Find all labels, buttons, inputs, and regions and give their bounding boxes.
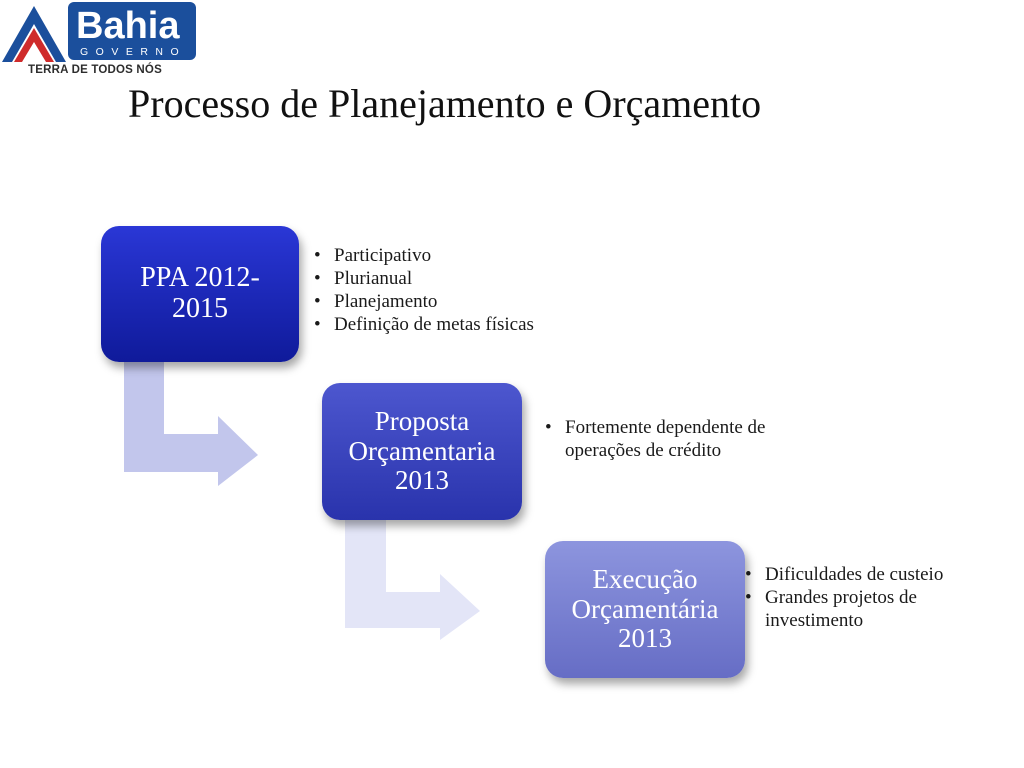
step-1-bullet-list: Participativo Plurianual Planejamento De… bbox=[314, 244, 614, 336]
bullet-item: Fortemente dependente de operações de cr… bbox=[545, 416, 775, 462]
logo-brand-text: Bahia bbox=[76, 5, 180, 47]
step-label: Proposta Orçamentaria 2013 bbox=[348, 405, 496, 496]
logo-subbrand-text: GOVERNO bbox=[80, 46, 186, 58]
bullet-item: Dificuldades de custeio bbox=[745, 563, 945, 586]
step-2-bullet-list: Fortemente dependente de operações de cr… bbox=[545, 416, 775, 462]
logo-tagline: TERRA DE TODOS NÓS bbox=[28, 64, 162, 76]
step-label: PPA 2012- 2015 bbox=[140, 262, 260, 324]
step-box-execucao: Execução Orçamentária 2013 bbox=[545, 541, 745, 678]
bahia-governo-logo: Bahia GOVERNO bbox=[0, 0, 200, 82]
bullet-item: Participativo bbox=[314, 244, 614, 267]
bullet-item: Plurianual bbox=[314, 267, 614, 290]
bullet-item: Planejamento bbox=[314, 290, 614, 313]
step-box-proposta: Proposta Orçamentaria 2013 bbox=[322, 383, 522, 520]
step-box-ppa: PPA 2012- 2015 bbox=[101, 226, 299, 362]
bullet-item: Grandes projetos de investimento bbox=[745, 586, 945, 632]
flow-arrow-2 bbox=[345, 518, 480, 640]
step-label: Execução Orçamentária 2013 bbox=[571, 563, 719, 654]
flow-arrow-1 bbox=[124, 360, 258, 486]
bahia-logo-emblem-icon: Bahia GOVERNO bbox=[2, 2, 196, 62]
bullet-item: Definição de metas físicas bbox=[314, 313, 614, 336]
step-3-bullet-list: Dificuldades de custeio Grandes projetos… bbox=[745, 563, 945, 632]
page-title: Processo de Planejamento e Orçamento bbox=[128, 81, 762, 126]
